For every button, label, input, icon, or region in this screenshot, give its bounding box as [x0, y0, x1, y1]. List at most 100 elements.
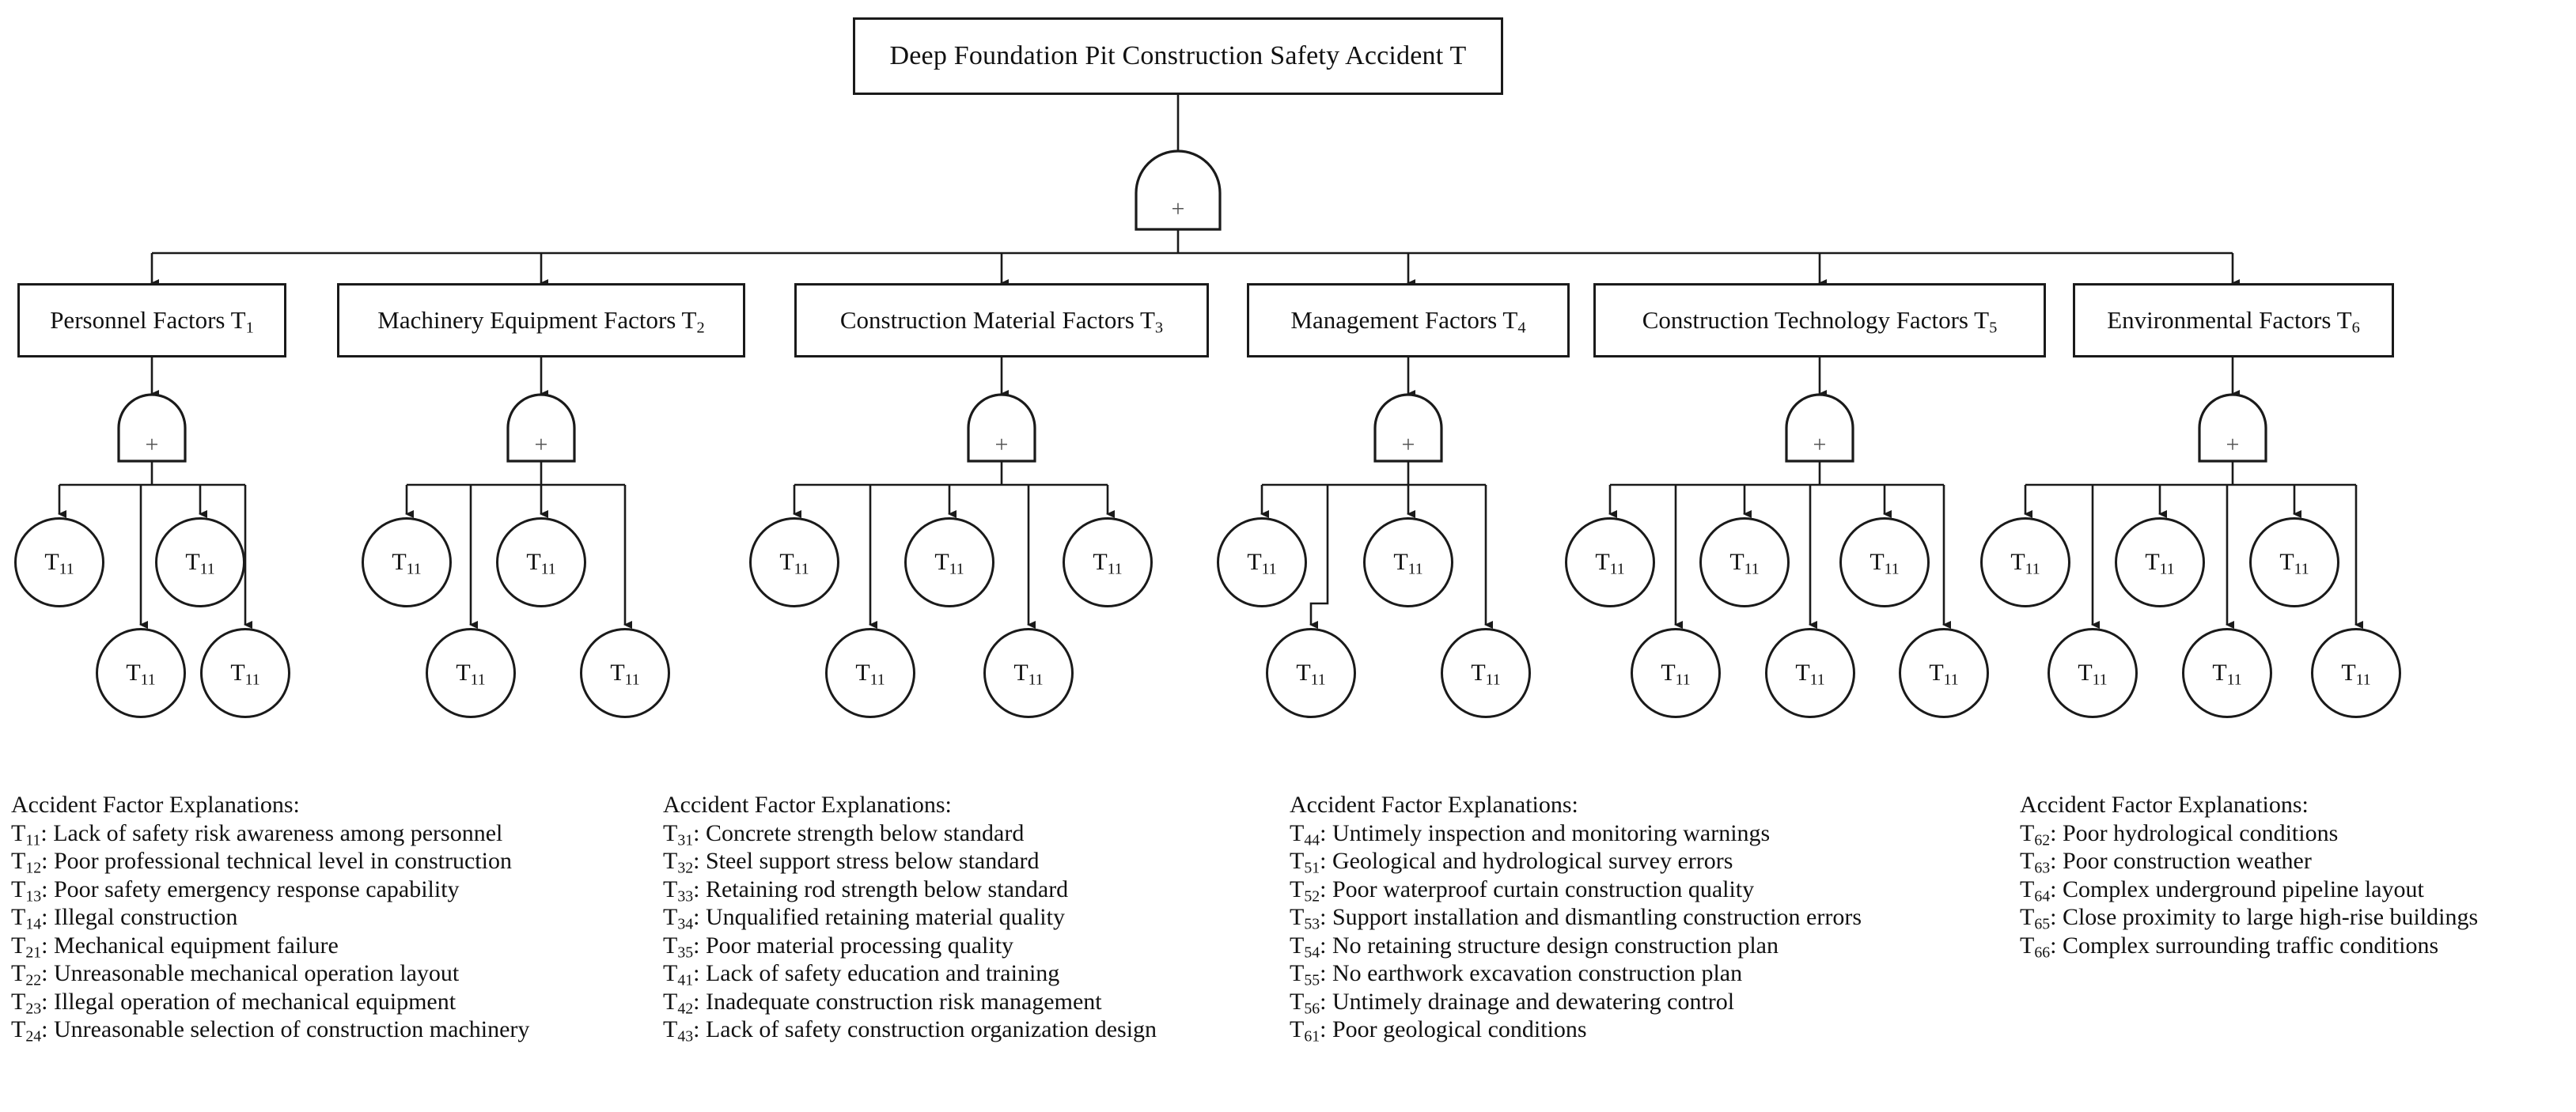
basic-event-label: T11: [934, 549, 964, 578]
legend-code: T21:: [11, 932, 48, 962]
basic-event-label: T11: [1013, 660, 1044, 689]
legend-item: T11: Lack of safety risk awareness among…: [11, 819, 529, 848]
legend-code: T32:: [663, 848, 700, 877]
legend-item: T65: Close proximity to large high-rise …: [2020, 903, 2478, 932]
basic-event-label: T11: [392, 549, 422, 578]
basic-event-circle: T11: [1217, 517, 1307, 607]
legend-heading: Accident Factor Explanations:: [2020, 792, 2309, 818]
basic-event-label: T11: [44, 549, 74, 578]
basic-event-label: T11: [779, 549, 809, 578]
basic-event-label: T11: [1929, 660, 1959, 689]
legend-item: T66: Complex surrounding traffic conditi…: [2020, 932, 2478, 960]
legend-code: T62:: [2020, 819, 2057, 849]
basic-event-label: T11: [1393, 549, 1423, 578]
basic-event-circle: T11: [426, 628, 516, 718]
basic-event-label: T11: [1729, 549, 1760, 578]
legend-item: T41: Lack of safety education and traini…: [663, 959, 1157, 988]
legend-text: Poor professional technical level in con…: [53, 848, 512, 874]
legend-code: T66:: [2020, 932, 2057, 962]
legend-code: T31:: [663, 819, 700, 849]
legend-text: Poor hydrological conditions: [2062, 819, 2339, 846]
legend-code: T55:: [1290, 960, 1327, 989]
legend-heading: Accident Factor Explanations:: [1290, 792, 1578, 818]
legend-text: Unreasonable mechanical operation layout: [53, 960, 460, 986]
legend-text: No earthwork excavation construction pla…: [1332, 960, 1743, 986]
legend-code: T42:: [663, 988, 700, 1018]
basic-event-label: T11: [2279, 549, 2309, 578]
legend-item: T53: Support installation and dismantlin…: [1290, 903, 1862, 932]
legend-item: T32: Steel support stress below standard: [663, 847, 1157, 876]
legend-item: T61: Poor geological conditions: [1290, 1016, 1862, 1044]
gate-group-2: [506, 393, 576, 463]
basic-event-label: T11: [855, 660, 885, 689]
legend-code: T22:: [11, 960, 48, 989]
basic-event-circle: T11: [2048, 628, 2138, 718]
mid-node-construction-material-factors: Construction Material Factors T3: [794, 283, 1209, 357]
basic-event-label: T11: [2341, 660, 2371, 689]
legend-column-3: Accident Factor Explanations: T44: Untim…: [1290, 791, 1862, 1044]
basic-event-circle: T11: [983, 628, 1074, 718]
basic-event-label: T11: [2212, 660, 2242, 689]
legend-text: Lack of safety construction organization…: [705, 1016, 1157, 1042]
legend-text: Close proximity to large high-rise build…: [2062, 904, 2479, 930]
basic-event-circle: T11: [749, 517, 839, 607]
basic-event-circle: T11: [2182, 628, 2272, 718]
mid-node-machinery-equipment-factors: Machinery Equipment Factors T2: [337, 283, 745, 357]
basic-event-label: T11: [1795, 660, 1825, 689]
basic-event-circle: T11: [14, 517, 104, 607]
mid-node-personnel-factors: Personnel Factors T1: [17, 283, 286, 357]
legend-text: Support installation and dismantling con…: [1332, 904, 1862, 930]
legend-text: Geological and hydrological survey error…: [1332, 848, 1733, 874]
legend-text: Steel support stress below standard: [705, 848, 1040, 874]
gate-group-6: [2198, 393, 2267, 463]
legend-code: T56:: [1290, 988, 1327, 1018]
legend-item: T43: Lack of safety construction organiz…: [663, 1016, 1157, 1044]
gate-group-5: [1785, 393, 1854, 463]
legend-item: T63: Poor construction weather: [2020, 847, 2478, 876]
basic-event-circle: T11: [580, 628, 670, 718]
legend-code: T11:: [11, 819, 47, 849]
basic-event-circle: T11: [1765, 628, 1855, 718]
basic-event-circle: T11: [2311, 628, 2401, 718]
basic-event-label: T11: [2145, 549, 2175, 578]
basic-event-circle: T11: [825, 628, 915, 718]
legend-heading: Accident Factor Explanations:: [663, 792, 952, 818]
legend-item: T64: Complex underground pipeline layout: [2020, 876, 2478, 904]
mid-node-label: Construction Material Factors T3: [839, 305, 1164, 337]
legend-code: T12:: [11, 848, 48, 877]
legend-text: Illegal operation of mechanical equipmen…: [53, 988, 456, 1015]
legend-text: Unqualified retaining material quality: [705, 904, 1065, 930]
mid-node-environmental-factors: Environmental Factors T6: [2073, 283, 2394, 357]
legend-item: T51: Geological and hydrological survey …: [1290, 847, 1862, 876]
legend-text: Complex underground pipeline layout: [2062, 876, 2424, 902]
basic-event-circle: T11: [1363, 517, 1453, 607]
basic-event-label: T11: [1093, 549, 1123, 578]
legend-code: T51:: [1290, 848, 1327, 877]
basic-event-label: T11: [1247, 549, 1277, 578]
top-event-label: Deep Foundation Pit Construction Safety …: [889, 41, 1467, 71]
legend-text: Inadequate construction risk management: [705, 988, 1102, 1015]
legend-code: T13:: [11, 876, 48, 906]
legend-item: T55: No earthwork excavation constructio…: [1290, 959, 1862, 988]
basic-event-circle: T11: [1980, 517, 2070, 607]
basic-event-circle: T11: [1565, 517, 1655, 607]
mid-node-management-factors: Management Factors T4: [1247, 283, 1570, 357]
legend-code: T41:: [663, 960, 700, 989]
basic-event-circle: T11: [1063, 517, 1153, 607]
legend-item: T33: Retaining rod strength below standa…: [663, 876, 1157, 904]
legend-item: T14: Illegal construction: [11, 903, 529, 932]
legend-item: T35: Poor material processing quality: [663, 932, 1157, 960]
basic-event-label: T11: [2010, 549, 2040, 578]
legend-text: Lack of safety education and training: [705, 960, 1060, 986]
mid-node-label: Construction Technology Factors T5: [1642, 305, 1998, 337]
legend-text: Unreasonable selection of construction m…: [53, 1016, 530, 1042]
basic-event-label: T11: [1661, 660, 1691, 689]
legend-code: T53:: [1290, 904, 1327, 933]
basic-event-label: T11: [526, 549, 556, 578]
mid-node-construction-technology-factors: Construction Technology Factors T5: [1593, 283, 2046, 357]
basic-event-label: T11: [126, 660, 156, 689]
legend-code: T34:: [663, 904, 700, 933]
basic-event-circle: T11: [2249, 517, 2339, 607]
